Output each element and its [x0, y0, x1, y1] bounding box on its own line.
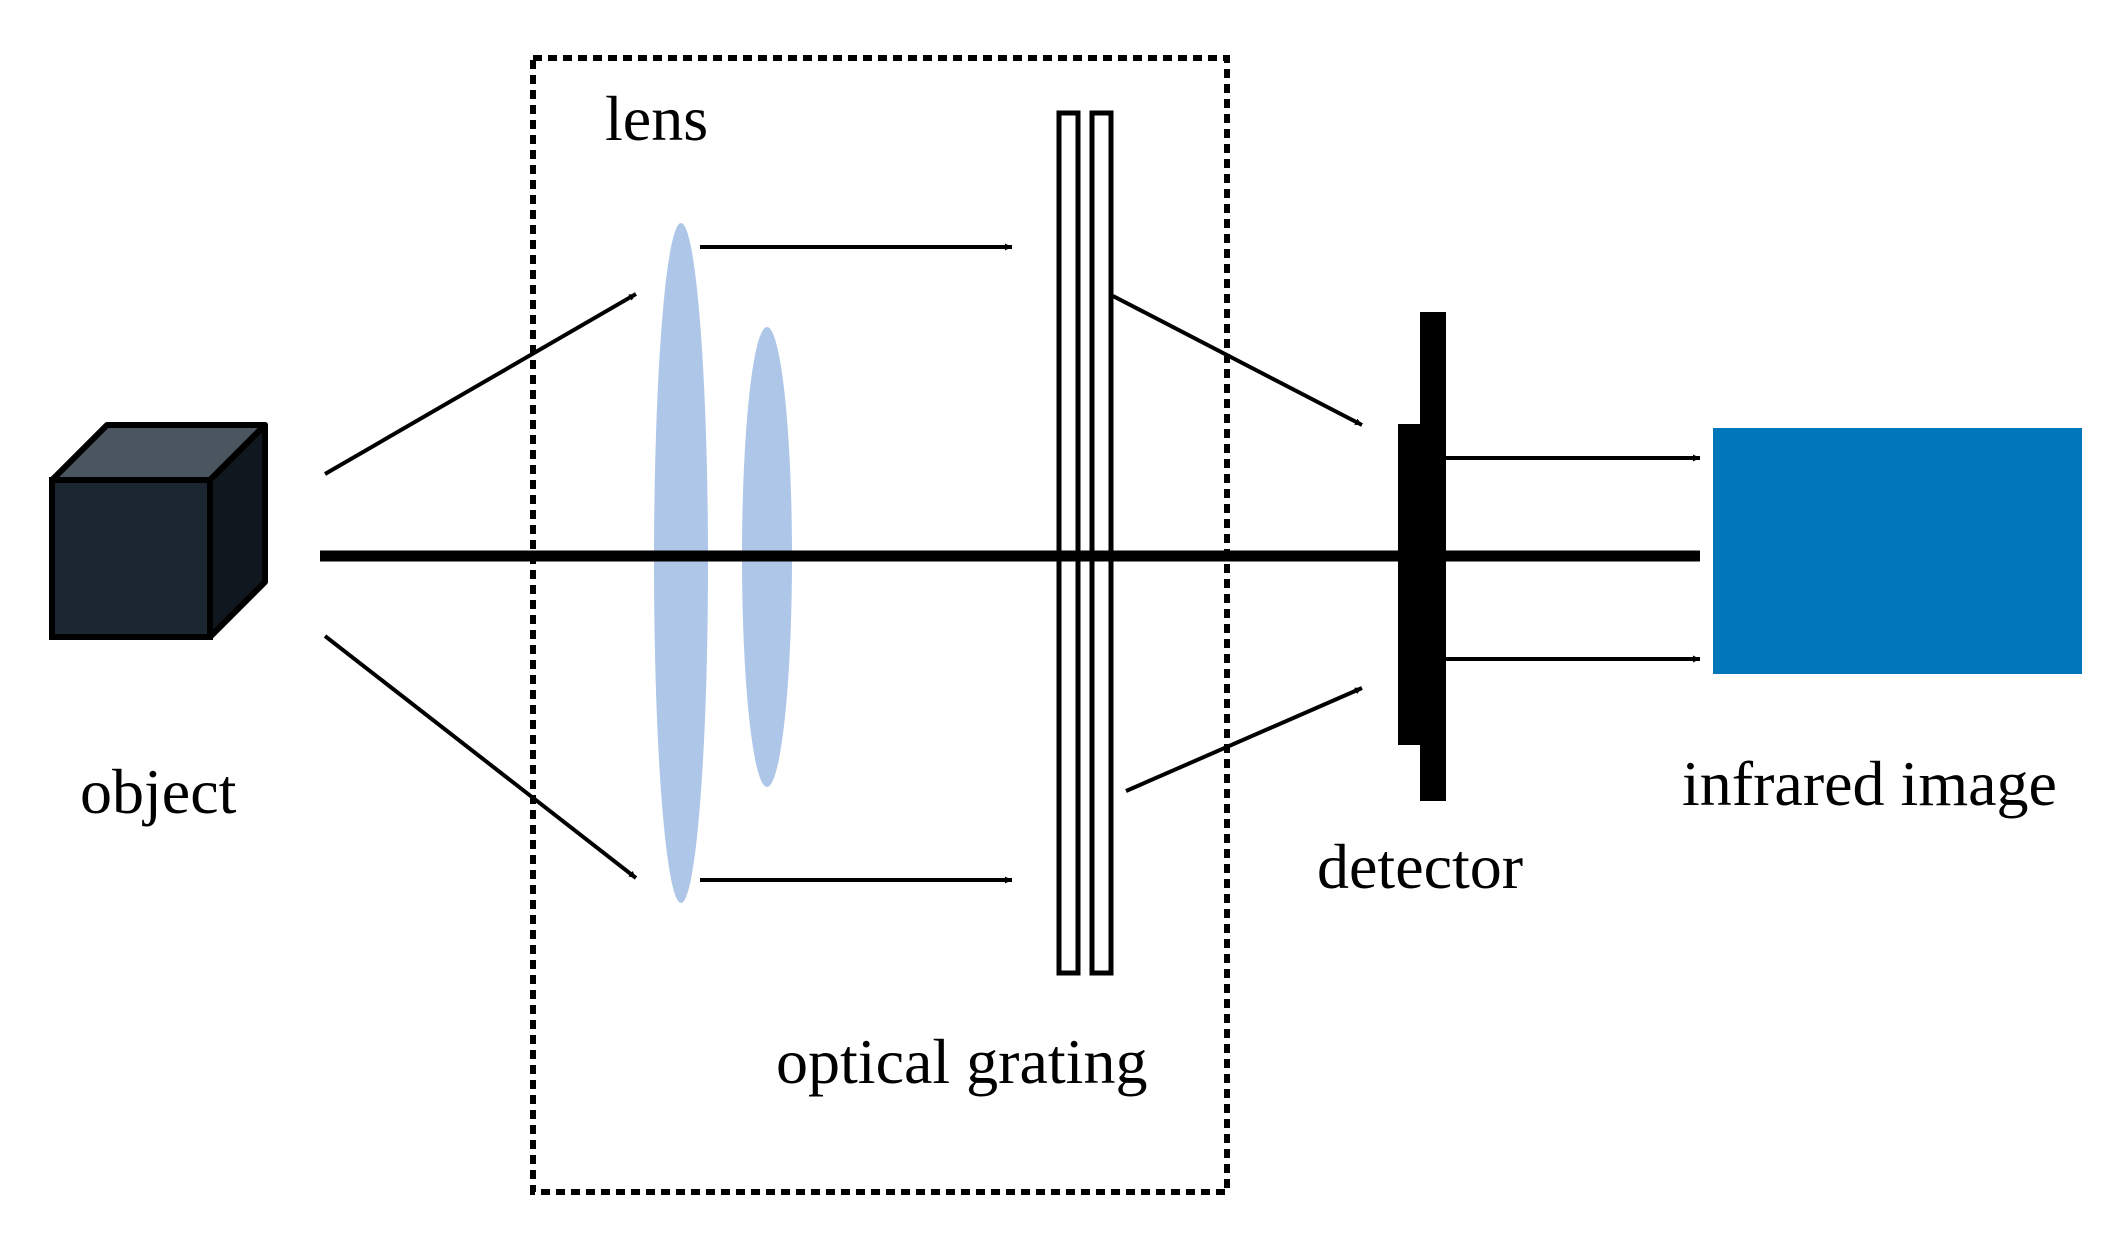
lens-grating-box: [530, 55, 1230, 1195]
ray-upper-to-lens: [323, 292, 638, 476]
ray-lower-to-detector: [1125, 686, 1363, 793]
infrared-image-rect: [1713, 428, 2082, 674]
object-label: object: [80, 756, 237, 827]
ray-lower-to-lens: [323, 634, 638, 880]
detector-element: [1398, 312, 1446, 801]
lens-large: [654, 223, 708, 903]
optical-grating-label: optical grating: [776, 1026, 1147, 1097]
lens-label: lens: [605, 83, 708, 154]
infrared-image-label: infrared image: [1682, 748, 2057, 819]
object-cube: [49, 422, 268, 640]
grating-plate-left: [1056, 110, 1081, 976]
detector-bar: [1420, 312, 1446, 801]
detector-label: detector: [1317, 831, 1523, 902]
grating-plate-right: [1089, 110, 1114, 976]
cube-front-face: [49, 477, 213, 640]
optical-grating: [1056, 110, 1114, 976]
ray-upper-to-detector: [1112, 294, 1363, 427]
